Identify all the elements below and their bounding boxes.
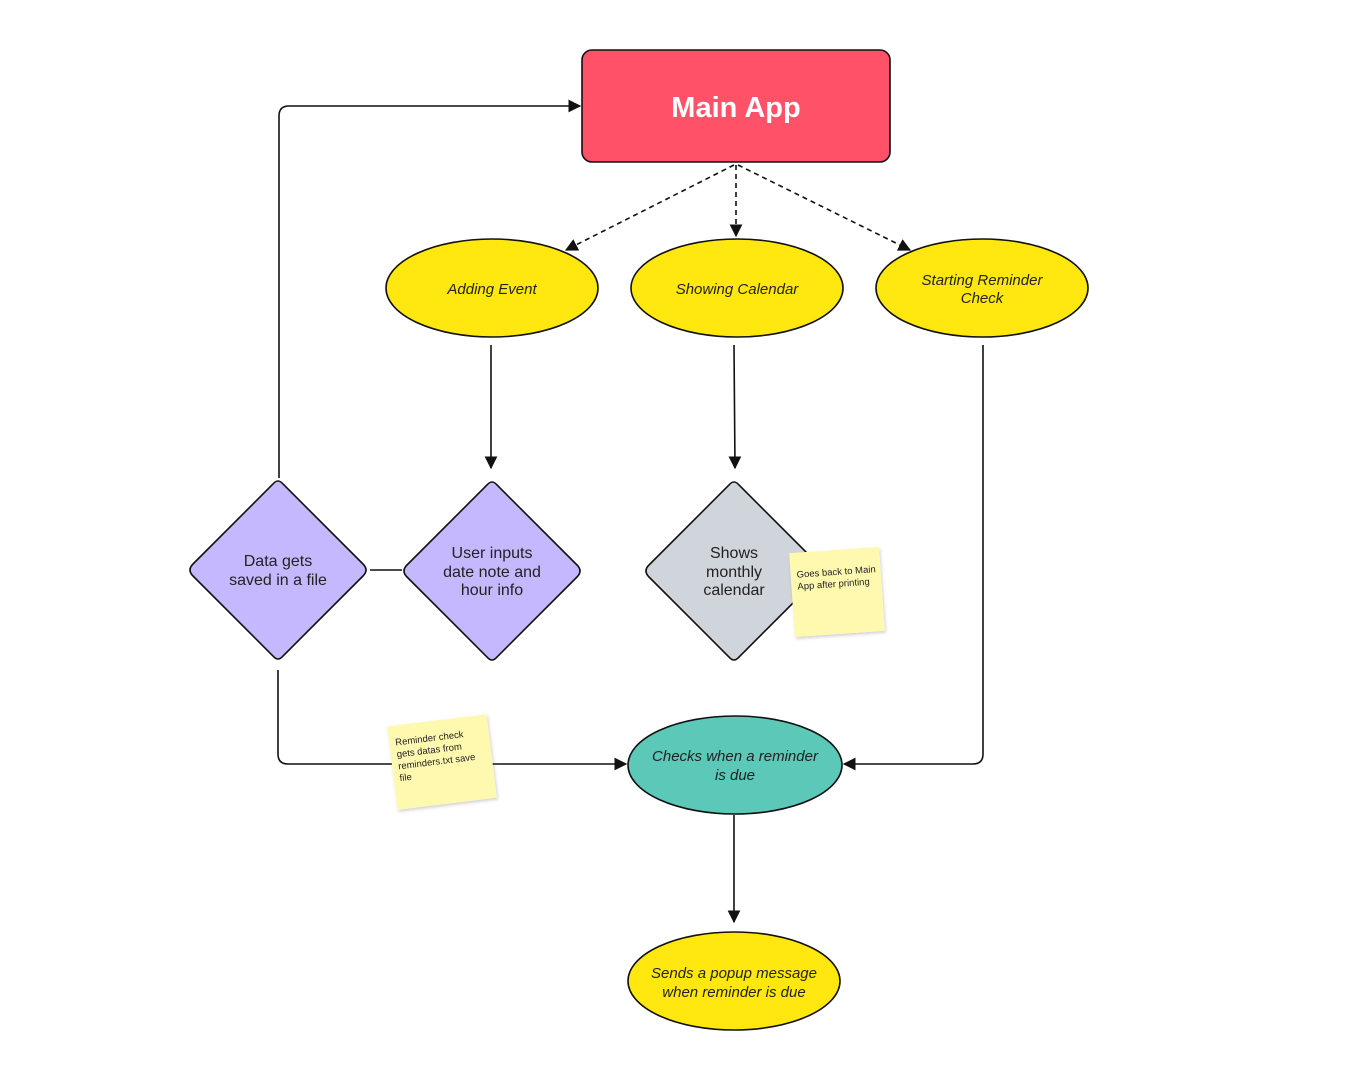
connector-data-saved-to-checks [277,670,628,771]
connector-data-saved-to-main-app [278,99,582,478]
user-inputs-label-line2: date note and [443,564,541,581]
sends-popup-label-line2: when reminder is due [662,984,805,1001]
starting-reminder-label-line2: Check [961,290,1005,307]
connector-main-to-starting-reminder [737,164,912,251]
main-app-label: Main App [671,92,800,124]
checks-reminder-node[interactable]: Checks when a reminder is due [627,715,843,815]
showing-calendar-label: Showing Calendar [676,281,800,298]
checks-reminder-label-line2: is due [715,767,755,784]
sticky-note-calendar[interactable]: Goes back to Main App after printing [789,546,885,637]
data-saved-node[interactable]: Data gets saved in a file [189,480,367,660]
user-inputs-label-line3: hour info [461,582,523,599]
starting-reminder-node[interactable]: Starting Reminder Check [875,238,1089,338]
main-app-node[interactable]: Main App [581,49,891,163]
connector-main-to-adding-event [564,164,735,251]
shows-calendar-label-line3: calendar [703,582,765,599]
calendar-note-line2: App after printing [797,577,870,593]
checks-reminder-label-line1: Checks when a reminder [652,748,819,765]
shows-calendar-node[interactable]: Shows monthly calendar [645,481,823,661]
connector-starting-reminder-to-checks [842,345,984,771]
sticky-note-reminder[interactable]: Reminder check gets datas from reminders… [387,714,497,810]
adding-event-label: Adding Event [446,281,537,298]
user-inputs-label-line1: User inputs [452,545,533,562]
shows-calendar-label-line2: monthly [706,564,762,581]
user-inputs-node[interactable]: User inputs date note and hour info [403,481,581,661]
starting-reminder-label-line1: Starting Reminder [922,272,1044,289]
connector-showing-calendar-to-shows-calendar [728,344,742,470]
sends-popup-node[interactable]: Sends a popup message when reminder is d… [627,931,841,1031]
data-saved-label-line1: Data gets [244,553,312,570]
sends-popup-label-line1: Sends a popup message [651,965,817,982]
connectors [277,99,984,924]
shows-calendar-label-line1: Shows [710,545,758,562]
adding-event-node[interactable]: Adding Event [385,238,599,338]
data-saved-label-line2: saved in a file [229,572,327,589]
reminder-note-line4: file [399,772,412,784]
showing-calendar-node[interactable]: Showing Calendar [630,238,844,338]
